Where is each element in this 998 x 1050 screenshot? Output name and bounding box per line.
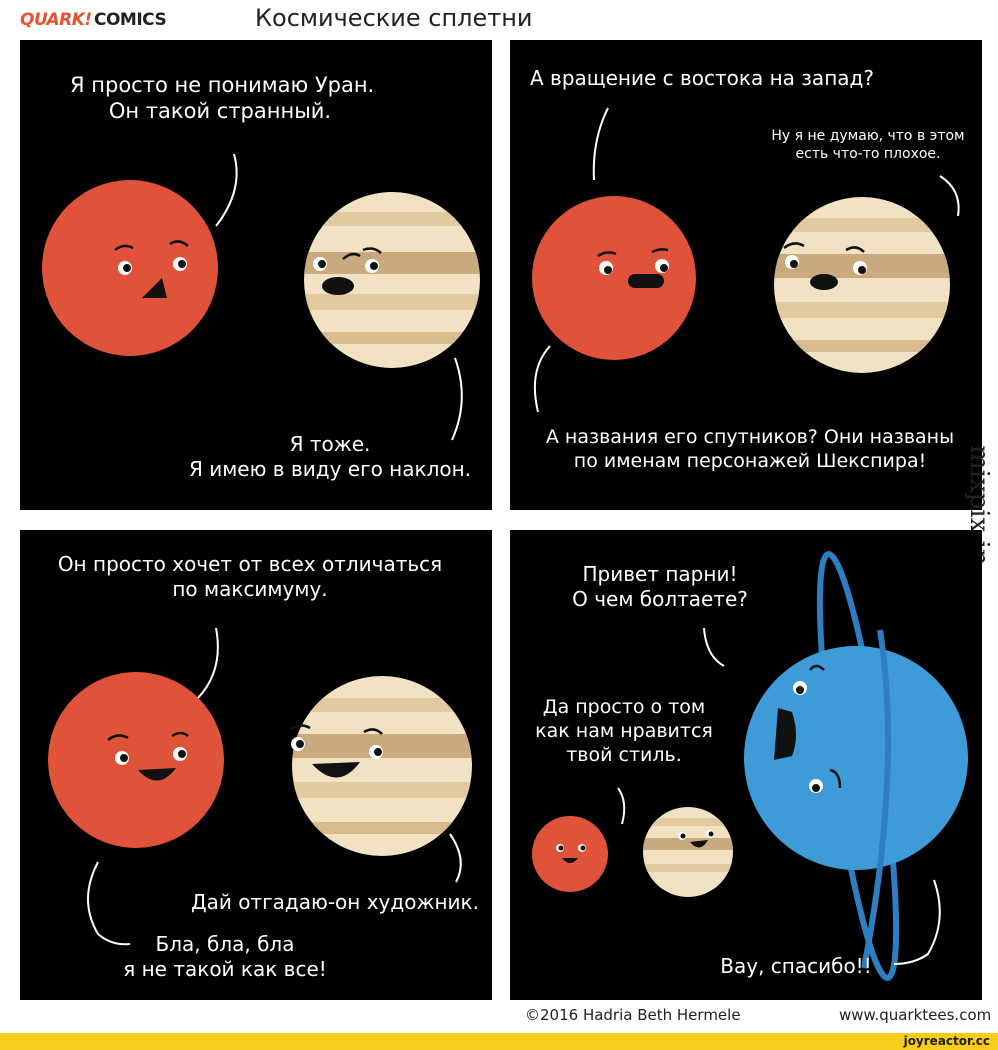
comic-panel-4: Привет парни! О чем болтаете? Да просто … [510,530,982,1000]
speech-bubble-bottom: Я тоже. Я имею в виду его наклон. [188,432,472,481]
speech-bubble-mid: Дай отгадаю-он художник. [191,890,479,914]
speech-bubble-bottom: Бла, бла, бла я не такой как все! [123,932,327,981]
speech-bubble-bottom: Вау, спасибо!! [720,954,872,978]
brand-comics-logo: COMICS [94,10,167,30]
speech-bubble-top: Привет парни! О чем болтаете? [572,562,748,611]
venus-planet [643,807,733,897]
footer-bar [0,1033,998,1050]
comic-panel-2: А вращение с востока на запад? Ну я не д… [510,40,982,510]
mars-planet [532,196,696,360]
venus-mouth [312,762,360,778]
panel-4-art [532,551,968,981]
venus-planet [292,676,472,856]
speech-bubble-mid: Да просто о том как нам нравится твой ст… [535,696,713,766]
comic-panel-3: Он просто хочет от всех отличаться по ма… [20,530,492,1000]
speech-bubble-top: Он просто хочет от всех отличаться по ма… [57,552,443,601]
mars-planet [48,672,224,848]
panel-2-art [532,107,960,413]
panel-1-art [42,153,480,441]
uranus-mouth [774,708,796,760]
brand-quark-logo: QUARK! [20,10,92,30]
comic-panel-1: Я просто не понимаю Уран. Он такой стран… [20,40,492,510]
joyreactor-link[interactable]: joyreactor.cc [903,1034,990,1048]
site-link[interactable]: www.quarktees.com [839,1006,992,1024]
mars-mouth [142,278,167,298]
copyright-text: ©2016 Hadria Beth Hermele [525,1006,741,1024]
venus-mouth [322,277,354,295]
speech-bubble-top: А вращение с востока на запад? [530,66,874,90]
comic-title: Космические сплетни [255,4,533,32]
panel-3-art [48,627,472,946]
speech-bubble-top: Я просто не понимаю Уран. Он такой стран… [70,73,375,124]
mars-eyebrow [169,240,189,247]
mars-eyebrow [114,244,134,252]
speech-bubble-mid: Ну я не думаю, что в этом есть что-то пл… [771,128,965,162]
mars-planet [532,816,608,892]
venus-mouth [810,274,838,290]
venus-planet [774,197,950,373]
mars-mouth [628,274,664,288]
speech-bubble-bottom: А названия его спутников? Они названы по… [545,426,955,472]
mars-mouth [138,768,176,781]
uranus-planet [744,646,968,870]
